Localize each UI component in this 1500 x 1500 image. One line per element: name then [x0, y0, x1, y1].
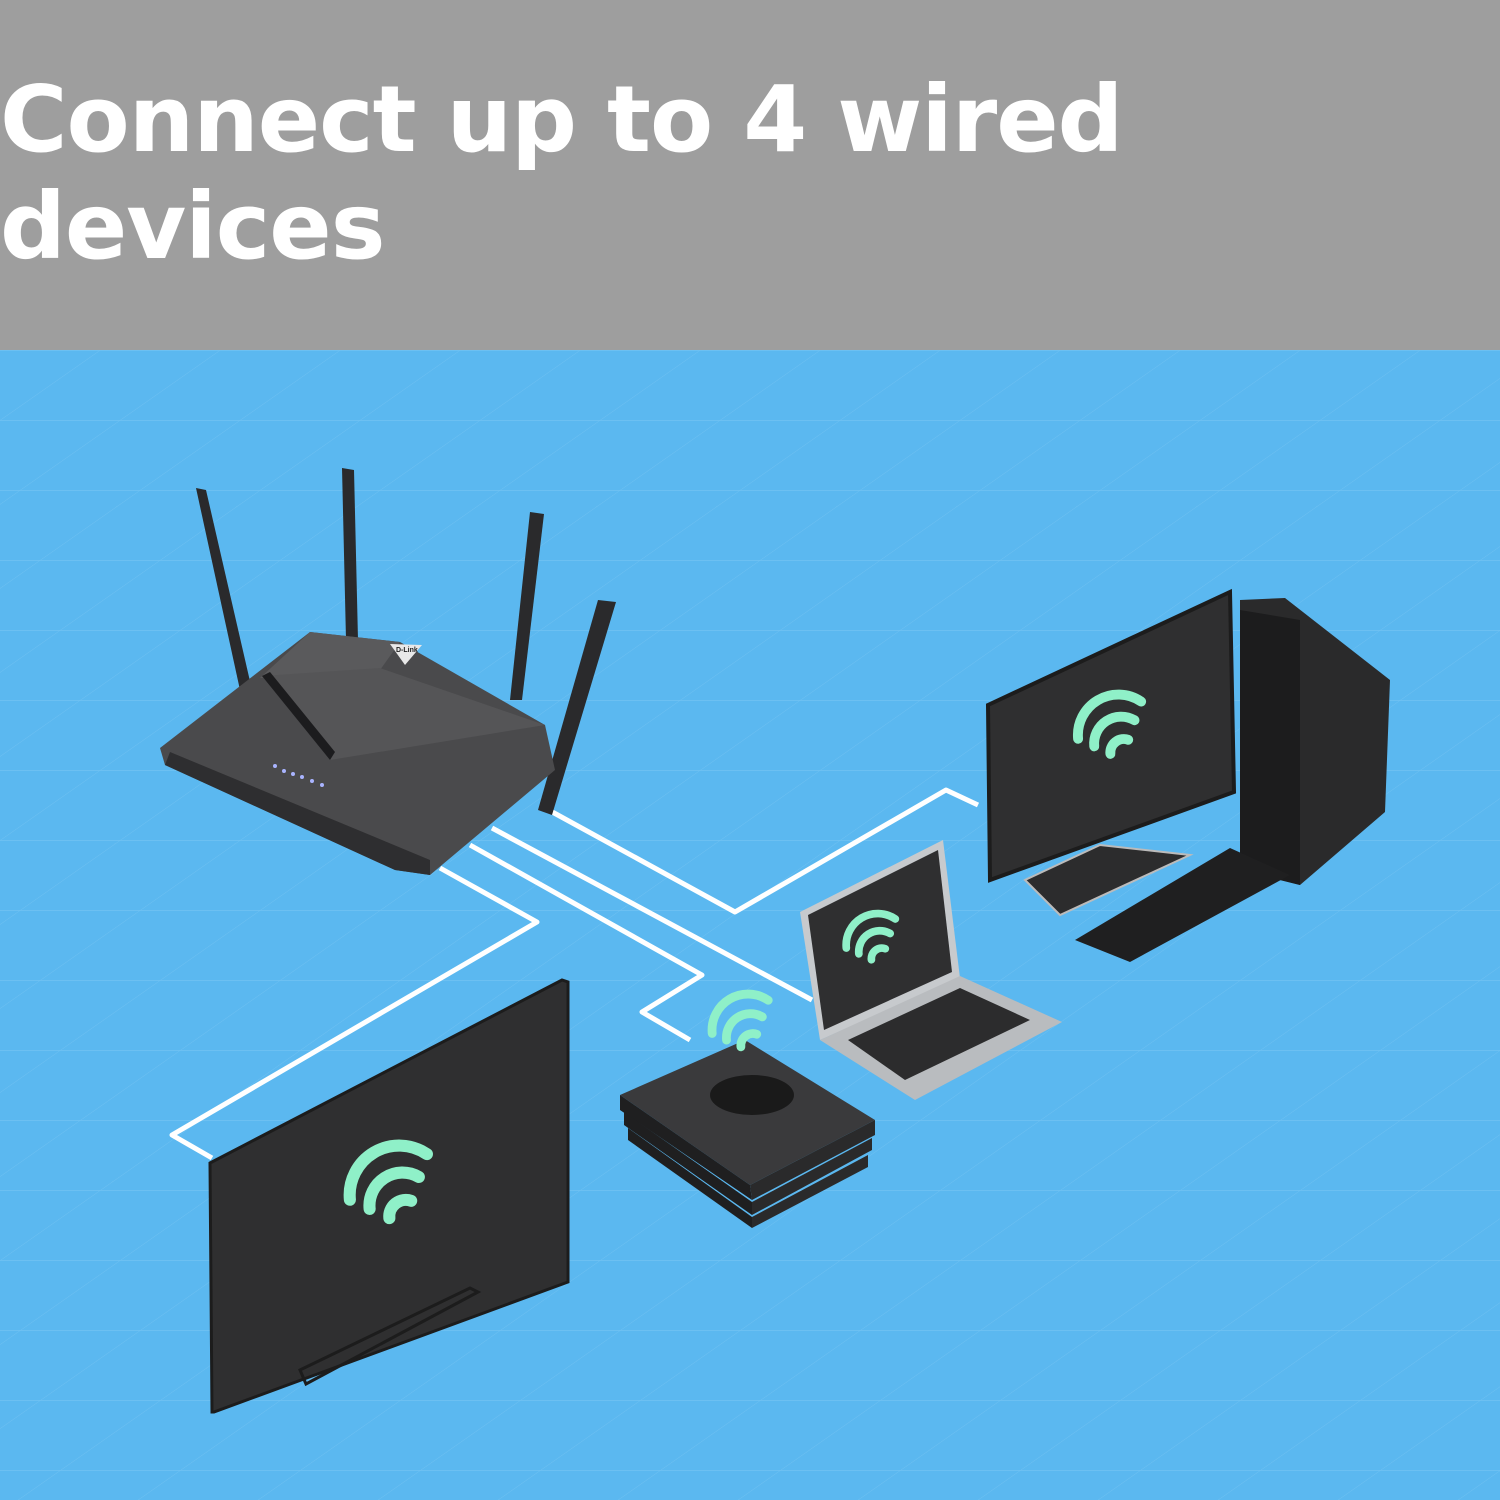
page-title: Connect up to 4 wired devices — [0, 66, 1123, 280]
router-logo-plate — [390, 644, 422, 665]
desktop-pc — [985, 588, 1390, 962]
router: D-Link — [160, 468, 616, 875]
cable-to-tv — [169, 865, 540, 1161]
router-leds — [273, 764, 324, 787]
router-logo: D-Link — [396, 647, 418, 654]
ethernet-cables — [169, 787, 980, 1161]
network-illustration: D-Link — [0, 350, 1500, 1500]
router-antenna — [538, 600, 616, 815]
header-banner: Connect up to 4 wired devices — [0, 0, 1500, 350]
cable-to-pc — [543, 787, 980, 915]
gamepad-icon — [710, 1075, 794, 1115]
router-antenna — [196, 488, 252, 690]
keyboard — [1075, 848, 1290, 962]
router-vent — [262, 672, 335, 760]
router-antenna — [342, 468, 358, 640]
laptop — [800, 840, 1062, 1100]
router-antenna — [510, 512, 544, 700]
cable-to-console — [468, 842, 705, 1043]
cable-to-laptop — [490, 825, 814, 1003]
tv — [208, 978, 570, 1414]
game-console — [620, 986, 875, 1228]
